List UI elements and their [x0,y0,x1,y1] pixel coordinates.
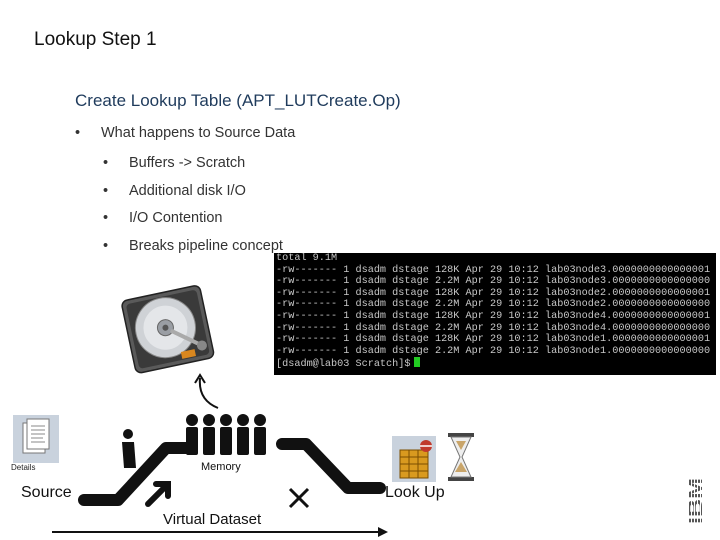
terminal-cursor [413,357,420,368]
lookup-label: Look Up [385,484,445,501]
sub-bullet-4: • Breaks pipeline concept [103,238,323,256]
people-group-icon [186,414,266,455]
section-heading: Create Lookup Table (APT_LUTCreate.Op) [75,91,401,110]
sub-bullet-3: • I/O Contention [103,210,303,228]
curved-arrow-icon [194,373,219,409]
escalator-down-icon [276,438,386,494]
terminal-window: total 9.1M -rw------- 1 dsadm dstage 128… [274,253,716,375]
ibm-logo-text: IBM [685,478,706,524]
flow-arrow-icon [52,527,388,537]
terminal-line: -rw------- 1 dsadm dstage 2.2M Apr 29 10… [276,299,711,311]
terminal-line: -rw------- 1 dsadm dstage 128K Apr 29 10… [276,310,711,322]
bullet-text: What happens to Source Data [101,125,296,141]
bullet-main: • What happens to Source Data [75,125,375,143]
sub-bullet-text: I/O Contention [129,210,223,226]
escalator-up-icon [78,429,198,507]
hard-disk-icon [121,285,215,374]
sub-bullet-text: Breaks pipeline concept [129,238,283,254]
ibm-logo: IBM [685,478,706,524]
bullet-dot: • [103,155,109,171]
terminal-line: -rw------- 1 dsadm dstage 128K Apr 29 10… [276,334,711,346]
details-document-icon [13,415,59,463]
sub-bullet-text: Buffers -> Scratch [129,155,246,171]
bullet-dot: • [75,125,81,141]
sub-bullet-2: • Additional disk I/O [103,183,303,201]
terminal-line: -rw------- 1 dsadm dstage 128K Apr 29 10… [276,264,711,276]
terminal-line: total 9.1M [276,253,338,264]
details-label: Details [11,463,36,472]
slide-title: Lookup Step 1 [34,29,157,50]
bullet-dot: • [103,210,109,226]
bullet-dot: • [103,183,109,199]
terminal-line: -rw------- 1 dsadm dstage 128K Apr 29 10… [276,287,711,299]
terminal-line: -rw------- 1 dsadm dstage 2.2M Apr 29 10… [276,322,711,334]
terminal-prompt: [dsadm@lab03 Scratch]$ [276,359,411,371]
terminal-line: -rw------- 1 dsadm dstage 2.2M Apr 29 10… [276,345,711,357]
hourglass-icon [448,433,474,481]
source-label: Source [21,484,72,501]
cross-icon [288,487,310,509]
sub-bullet-text: Additional disk I/O [129,183,246,199]
sub-bullet-1: • Buffers -> Scratch [103,155,303,173]
terminal-line: -rw------- 1 dsadm dstage 2.2M Apr 29 10… [276,276,711,288]
terminal-prompt-line[interactable]: [dsadm@lab03 Scratch]$ [274,357,716,371]
lookup-table-icon [392,436,436,482]
virtual-dataset-label: Virtual Dataset [163,511,262,528]
bullet-dot: • [103,238,109,254]
memory-label: Memory [201,461,241,473]
